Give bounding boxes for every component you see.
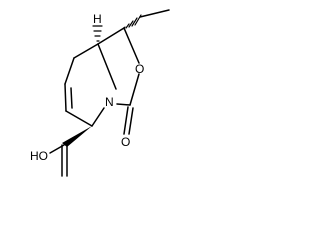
- bond-n-ca: [97, 43, 117, 90]
- bicyclic-oxazolidinone-structure: H O N O HO: [30, 9, 170, 177]
- bond-cc-n: [116, 103, 131, 106]
- bond-carbonyl-2: [128, 107, 134, 135]
- atom-label-stereo-h: H: [93, 12, 102, 26]
- wedge-bond-cooh: [62, 126, 92, 147]
- bond-o-cc: [129, 73, 140, 106]
- bond-c7-c6: [64, 57, 75, 85]
- bond-ca-c7: [73, 43, 99, 59]
- atom-label-ring-nitrogen: N: [105, 95, 114, 109]
- bond-c4-n: [91, 107, 105, 127]
- bond-c6-c5-double: [70, 87, 73, 109]
- bond-c5-c4: [65, 110, 93, 127]
- atom-label-carbonyl-oxygen: O: [121, 135, 130, 149]
- bond-ca-cb: [97, 27, 125, 45]
- bond-carbonyl-1: [123, 106, 129, 135]
- hashed-bond-ethyl: [122, 14, 142, 30]
- atom-label-acid-hydroxyl: HO: [30, 149, 48, 163]
- bond-c6-c5: [64, 83, 67, 112]
- hashed-bond-h: [92, 25, 103, 42]
- atom-label-ring-oxygen: O: [135, 62, 144, 76]
- bond-ethyl-ch3: [139, 9, 170, 18]
- bond-cb-o: [123, 27, 140, 64]
